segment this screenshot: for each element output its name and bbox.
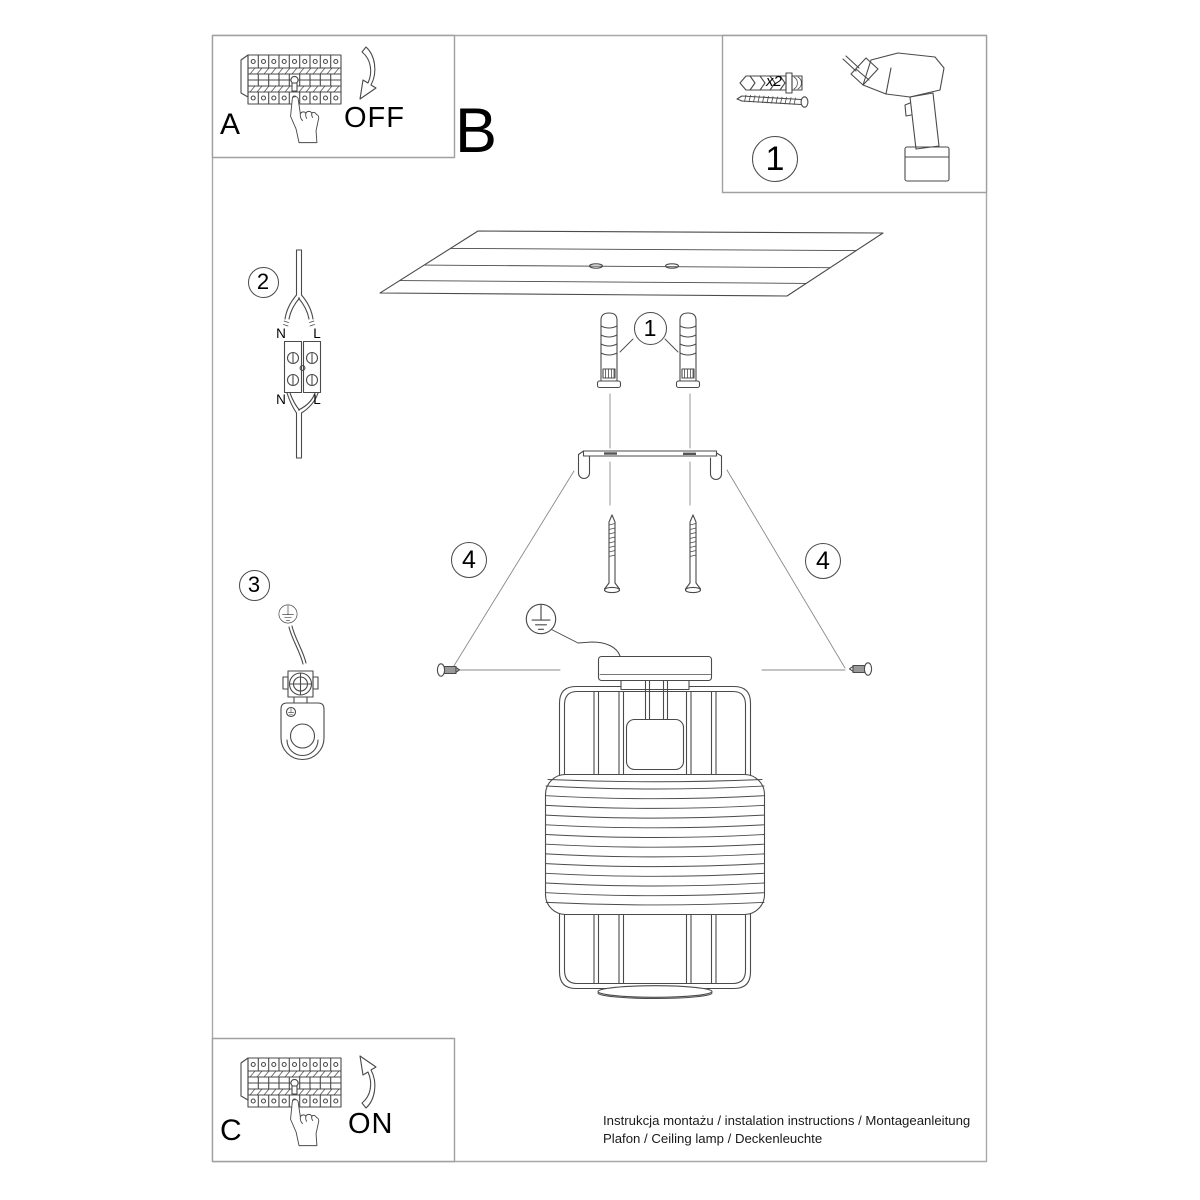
side-screw-leaders [451, 469, 846, 671]
step-a-box [211, 34, 456, 159]
step-b-label: B [455, 96, 498, 166]
wire-label-l-top: L [313, 326, 321, 341]
lamp-coil-shade [544, 773, 766, 916]
wall-plug-icon [739, 72, 803, 94]
callout-cable-circle: 2 [247, 266, 279, 298]
mounting-bracket [577, 450, 723, 480]
drill-icon [842, 52, 950, 182]
ground-wire [577, 641, 621, 657]
off-label: OFF [344, 102, 405, 134]
wire-label-n-bottom: N [276, 392, 286, 407]
wall-plugs [596, 312, 701, 389]
callout-screw-left-circle: 4 [451, 542, 487, 578]
side-screw-left [436, 663, 461, 677]
ceiling-panel [379, 230, 884, 297]
screw-icon [736, 94, 809, 108]
callout-ground-circle: 3 [238, 569, 270, 601]
step-c-label: C [220, 1114, 242, 1147]
footer-product-line: Plafon / Ceiling lamp / Deckenleuchte [603, 1131, 823, 1146]
mounting-screws [603, 514, 702, 594]
ground-wire-assembly [278, 604, 325, 761]
wire-label-l-bottom: L [313, 392, 321, 407]
footer-title-line: Instrukcja montażu / instalation instruc… [603, 1113, 971, 1128]
lamp-collar [620, 679, 690, 691]
step-a-label: A [220, 108, 241, 141]
alignment-leaders [609, 393, 691, 506]
cable-terminal-block [283, 249, 322, 459]
quantity-label: x2 [766, 73, 782, 90]
lamp-cage-bottom [558, 910, 752, 990]
ground-symbol-main [525, 603, 579, 644]
on-label: ON [348, 1108, 394, 1140]
lamp-bottom-cap [597, 985, 713, 1000]
lamp-canopy [597, 655, 713, 682]
lamp-socket [625, 680, 685, 771]
wire-label-n-top: N [276, 326, 286, 341]
callout-plugs-circle: 1 [633, 311, 667, 345]
side-screw-right [848, 662, 873, 676]
callout-screw-right-circle: 4 [805, 543, 841, 579]
callout-tools-circle: 1 [752, 136, 798, 182]
main-frame [211, 34, 988, 1163]
